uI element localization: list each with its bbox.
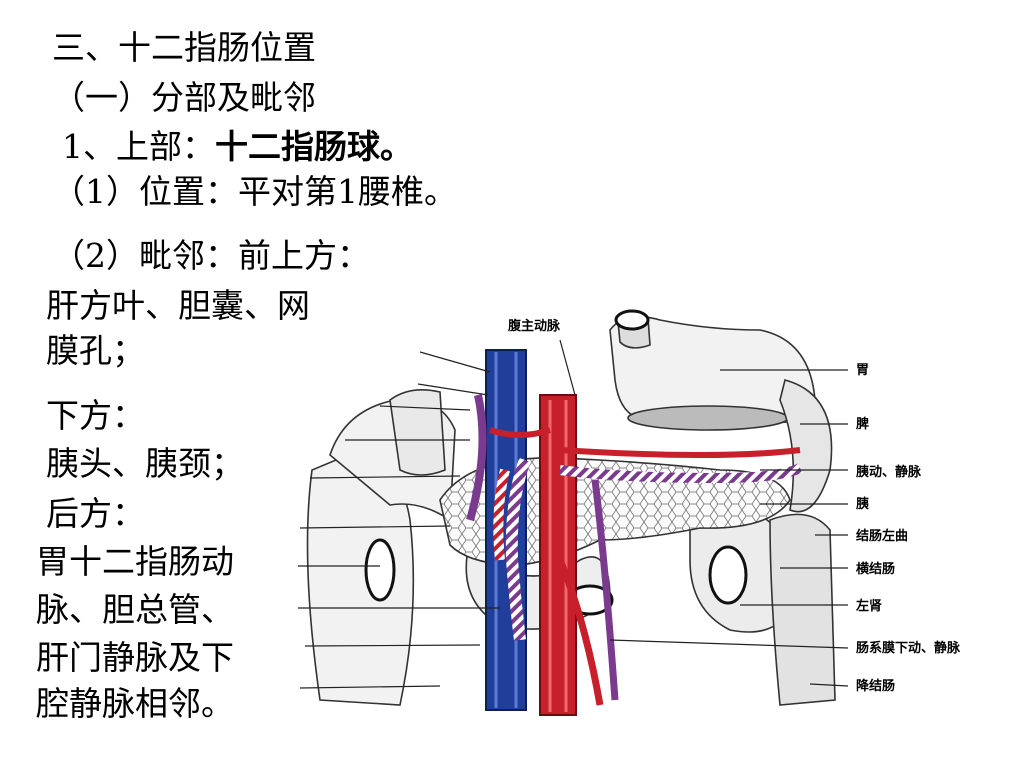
label-transverse-colon: 横结肠 bbox=[856, 561, 895, 577]
descending-colon bbox=[769, 513, 836, 706]
below-line: 胰头、胰颈； bbox=[46, 444, 244, 483]
position-line: （1）位置：平对第1腰椎。 bbox=[52, 172, 457, 211]
behind-title: 后方： bbox=[46, 494, 145, 533]
label-pancreas: 胰 bbox=[856, 496, 869, 512]
anatomy-illustration: 腹主动脉 胃 脾 胰动、静脉 胰 结肠左曲 横结肠 左肾 肠系膜下动、静脉 降结… bbox=[298, 309, 961, 716]
upper-part-line: 1、上部：十二指肠球。 bbox=[62, 127, 413, 167]
behind-line-4: 腔静脉相邻。 bbox=[36, 684, 234, 723]
inferior-mesenteric-vein bbox=[591, 479, 619, 701]
label-splenic-vessels: 胰动、静脉 bbox=[856, 464, 922, 480]
label-spleen: 脾 bbox=[856, 416, 869, 432]
bile-duct bbox=[466, 394, 487, 522]
upper-part-prefix: 1、上部： bbox=[62, 127, 215, 166]
vessels bbox=[466, 349, 803, 716]
subheading: （一）分部及毗邻 bbox=[52, 78, 316, 117]
splenic-vein bbox=[559, 463, 803, 484]
label-left-flexure: 结肠左曲 bbox=[856, 528, 908, 544]
inferior-vena-cava bbox=[485, 349, 527, 711]
leader-lines bbox=[298, 339, 849, 689]
label-mesenteric-vessels: 肠系膜下动、静脉 bbox=[856, 640, 961, 656]
portal-vein bbox=[505, 457, 531, 641]
below-title: 下方： bbox=[46, 396, 145, 435]
front-line-2: 膜孔； bbox=[46, 331, 145, 370]
behind-line-1: 胃十二指肠动 bbox=[36, 542, 234, 581]
aorta bbox=[539, 394, 577, 716]
gallbladder bbox=[389, 389, 446, 476]
duodenal-bulb: 十二指肠球。 bbox=[215, 127, 413, 166]
slide-heading: 三、十二指肠位置 bbox=[52, 28, 316, 67]
behind-line-3: 肝门静脉及下 bbox=[36, 638, 234, 677]
splenic-artery bbox=[559, 447, 801, 459]
cut-openings bbox=[364, 309, 748, 616]
gastroduodenal-artery bbox=[493, 468, 510, 561]
colon-opening bbox=[364, 538, 396, 602]
esophagus-opening bbox=[614, 309, 650, 331]
spleen bbox=[779, 379, 833, 513]
hepatic-artery bbox=[489, 427, 551, 438]
label-descending-colon: 降结肠 bbox=[856, 678, 895, 694]
behind-line-2: 脉、胆总管、 bbox=[36, 590, 234, 629]
label-left-kidney: 左肾 bbox=[856, 598, 883, 614]
colon-opening-left bbox=[708, 545, 748, 605]
label-aorta: 腹主动脉 bbox=[508, 318, 561, 334]
adjacency-line: （2）毗邻：前上方： bbox=[52, 236, 370, 275]
stomach-cut bbox=[627, 405, 789, 431]
label-stomach: 胃 bbox=[856, 363, 869, 378]
front-line-1: 肝方叶、胆囊、网 bbox=[46, 286, 310, 325]
mesenteric-artery bbox=[556, 558, 604, 706]
